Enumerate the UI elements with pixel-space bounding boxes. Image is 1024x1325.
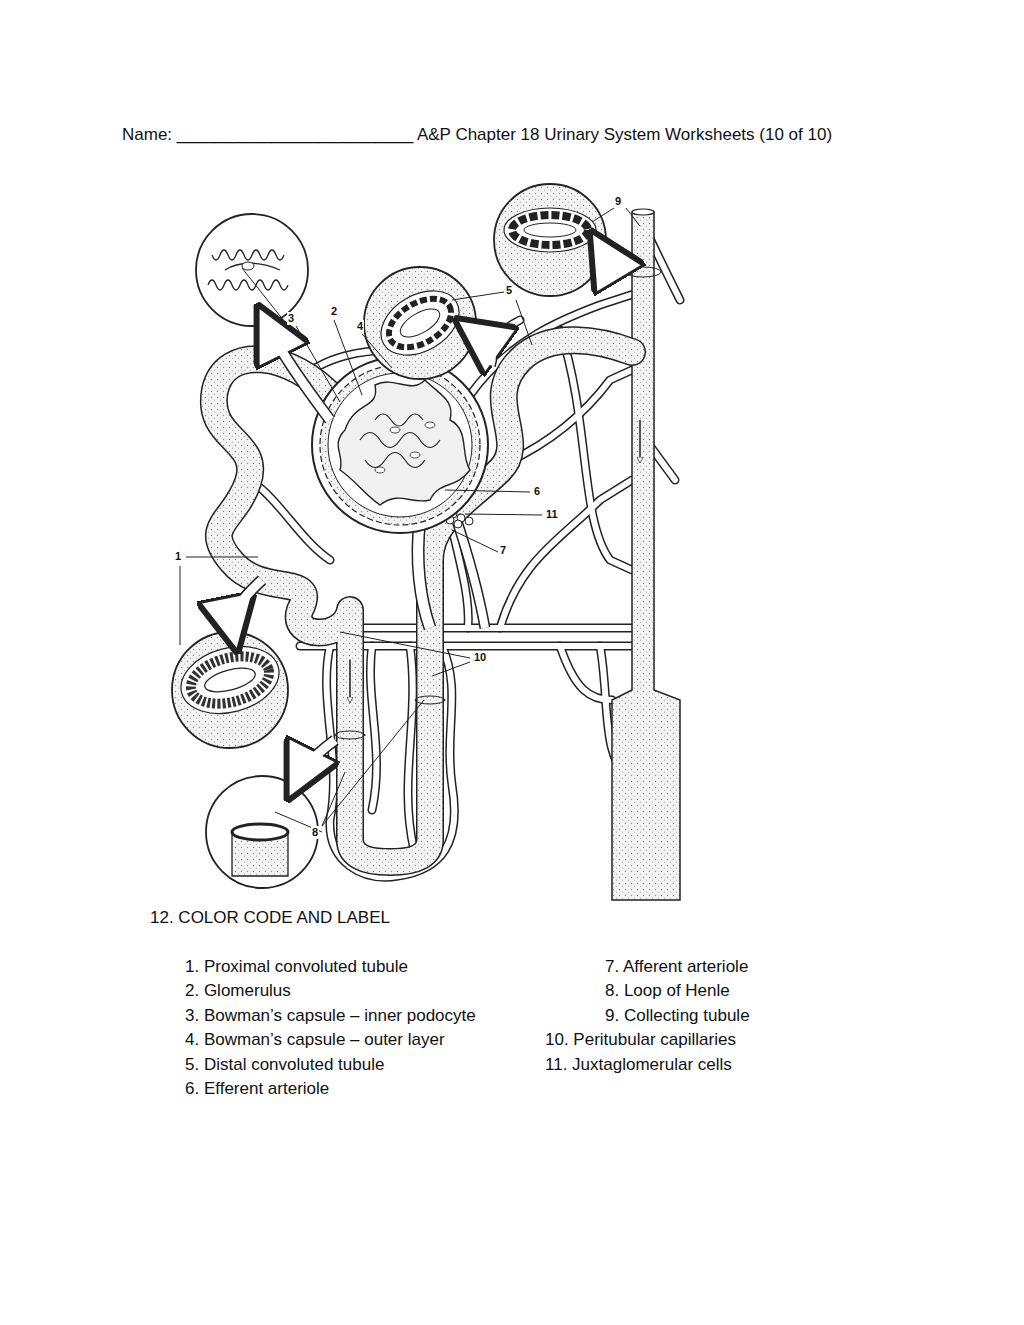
callout-number: 5 [505,284,513,297]
key-item: 7. Afferent arteriole [605,957,748,977]
callout-number: 8 [311,826,319,839]
key-item: 11. Juxtaglomerular cells [545,1055,732,1075]
key-item: 9. Collecting tubule [605,1006,750,1026]
key-item: 2. Glomerulus [185,981,291,1001]
duct-opening [632,209,654,215]
collecting-duct [612,212,680,900]
inset-collecting [494,184,606,296]
callout-number: 7 [499,544,507,557]
callout-number: 1 [174,550,182,563]
key-item: 4. Bowman’s capsule – outer layer [185,1030,445,1050]
callout-number: 2 [330,305,338,318]
section-heading: 12. COLOR CODE AND LABEL [150,908,390,928]
callout-number: 10 [473,651,487,664]
callout-number: 3 [287,312,295,325]
inset-podocytes [196,214,308,326]
inset-loop [206,776,318,888]
callout-number: 6 [533,485,541,498]
inset-capsule [364,267,476,379]
key-item: 1. Proximal convoluted tubule [185,957,408,977]
leader-lines [180,208,640,832]
key-item: 3. Bowman’s capsule – inner podocyte [185,1006,476,1026]
key-item: 10. Peritubular capillaries [545,1030,736,1050]
callout-number: 4 [356,320,364,333]
worksheet-title: Name: _________________________ A&P Chap… [122,125,832,145]
flow-arrow [639,420,641,460]
key-item: 8. Loop of Henle [605,981,730,1001]
key-item: 6. Efferent arteriole [185,1079,329,1099]
section-ring [625,267,661,277]
callout-number: 9 [614,195,622,208]
key-item: 5. Distal convoluted tubule [185,1055,384,1075]
inset-arrows [232,255,620,775]
inset-proximal [172,632,288,748]
renal-corpuscle [312,357,488,533]
callout-number: 11 [545,508,559,521]
